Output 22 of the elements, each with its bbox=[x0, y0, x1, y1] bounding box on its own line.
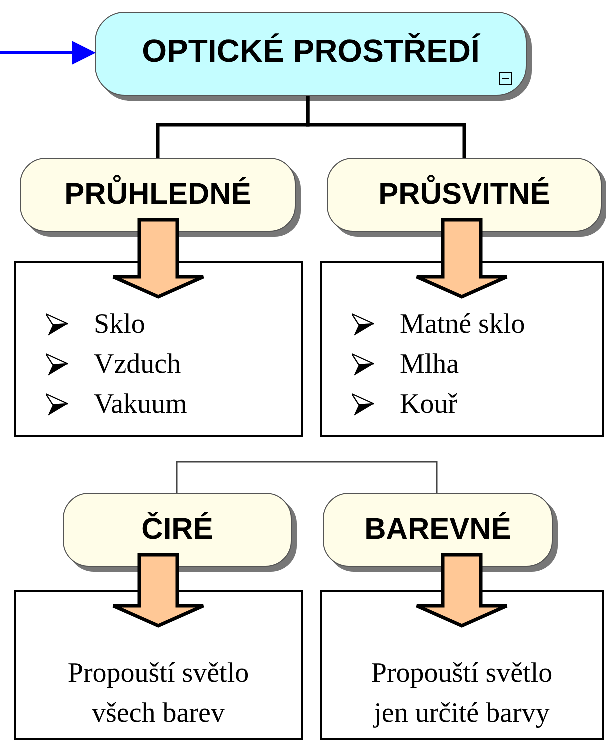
text-box bbox=[14, 590, 303, 740]
block-arrow bbox=[415, 218, 509, 299]
list-item: Sklo bbox=[94, 308, 146, 342]
list-item: Vakuum bbox=[94, 388, 188, 422]
list-item: Matné sklo bbox=[400, 308, 526, 342]
description-text: Propouští světlo jen určité barvy bbox=[370, 657, 554, 731]
list-box bbox=[14, 261, 303, 437]
connector-line bbox=[176, 461, 438, 493]
list-item: Kouř bbox=[400, 388, 458, 422]
connector-line bbox=[306, 96, 466, 158]
description-text: Propouští světlo všech barev bbox=[66, 657, 250, 731]
text-box bbox=[320, 590, 604, 740]
block-arrow bbox=[112, 218, 206, 299]
list-item: Mlha bbox=[400, 348, 460, 382]
node-title: BAREVNÉ bbox=[364, 513, 512, 547]
node-title: ČIRÉ bbox=[142, 513, 214, 547]
node-title: OPTICKÉ PROSTŘEDÍ bbox=[142, 33, 480, 70]
block-arrow bbox=[415, 553, 509, 628]
arrow bbox=[0, 41, 96, 65]
block-arrow bbox=[112, 553, 206, 628]
list-box bbox=[320, 261, 604, 437]
list-item: Vzduch bbox=[94, 348, 182, 382]
